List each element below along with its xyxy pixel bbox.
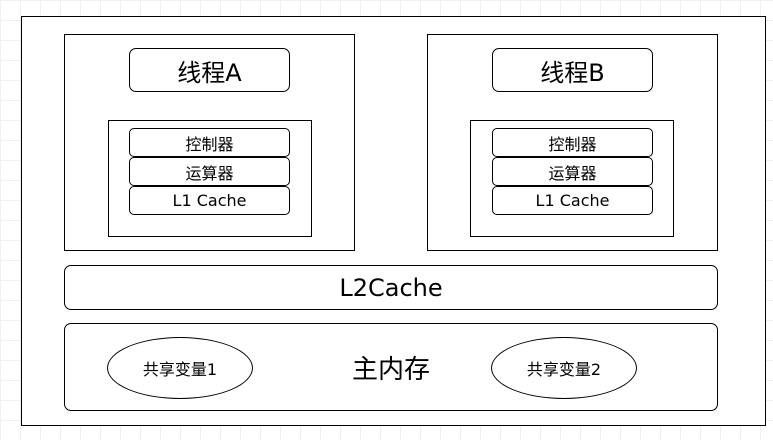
thread-b-l1-cache: L1 Cache (492, 186, 653, 215)
thread-a-title: 线程A (129, 48, 290, 92)
thread-b-controller: 控制器 (492, 128, 653, 157)
thread-a-controller: 控制器 (129, 128, 290, 157)
thread-a-l1-cache: L1 Cache (129, 186, 290, 215)
thread-a-alu: 运算器 (129, 157, 290, 186)
main-memory-label: 主内存 (351, 354, 430, 385)
shared-variable-2-ellipse: 共享变量2 (491, 337, 637, 399)
shared-variable-1-ellipse: 共享变量1 (107, 337, 253, 399)
l2-cache-box: L2Cache (64, 265, 718, 310)
thread-b-alu: 运算器 (492, 157, 653, 186)
thread-b-title: 线程B (492, 48, 653, 92)
